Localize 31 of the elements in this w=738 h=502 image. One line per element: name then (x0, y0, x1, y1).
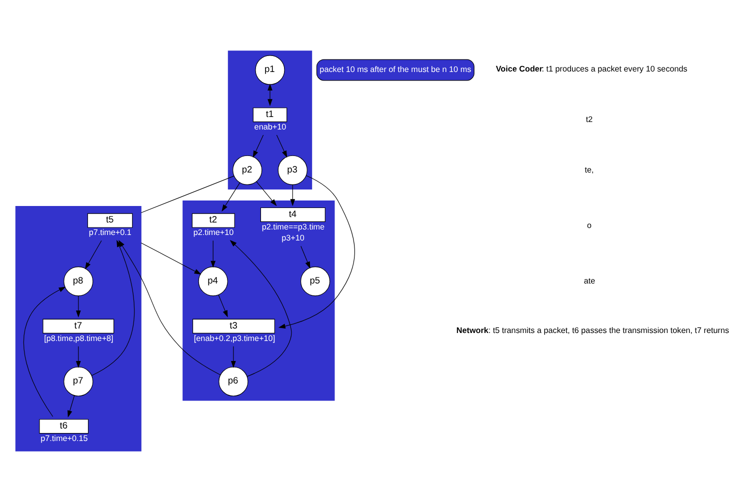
arrow (118, 240, 221, 376)
arrow (276, 134, 288, 158)
arrow (252, 134, 264, 158)
connector (140, 176, 234, 214)
arrow (84, 240, 102, 270)
node-circle: p1 (255, 55, 285, 85)
arrow (76, 296, 81, 318)
arrow (222, 182, 240, 212)
cluster (15, 206, 142, 452)
node-circle: p8 (64, 266, 94, 296)
arrow (140, 242, 202, 275)
node-circle: p5 (300, 266, 330, 296)
node-circle: p7 (64, 366, 94, 396)
arrow (91, 240, 135, 376)
node-circle: p2 (232, 155, 262, 185)
node-circle: p6 (218, 366, 248, 396)
arrow (230, 346, 236, 368)
node-circle: p3 (278, 155, 308, 185)
arrow (256, 181, 277, 206)
arrow (290, 184, 296, 206)
arrow (230, 240, 292, 377)
arrow (210, 240, 216, 268)
arrow (300, 246, 310, 269)
arrow (23, 286, 66, 417)
cluster (228, 50, 312, 190)
arrow (68, 395, 75, 418)
node-circle: p4 (198, 266, 228, 296)
arrow (218, 294, 228, 318)
arrow (76, 346, 81, 368)
arrow (268, 84, 272, 106)
arrow (278, 175, 355, 329)
